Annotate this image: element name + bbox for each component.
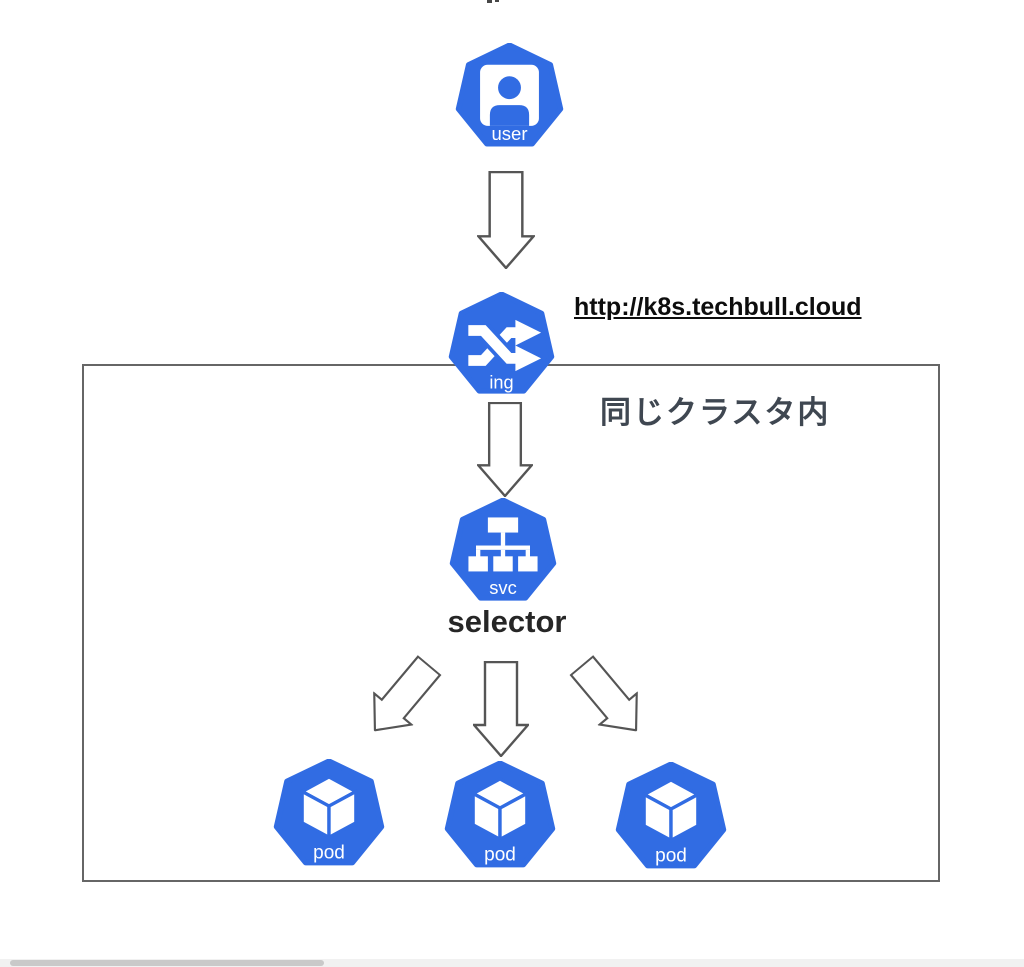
horizontal-scrollbar-thumb[interactable]	[10, 960, 324, 966]
flow-arrow-service-to-pod-3	[561, 648, 656, 747]
cube-right-face	[669, 792, 700, 843]
flow-arrow-service-to-pod-2	[473, 661, 529, 757]
tree-leaf-shape	[493, 556, 513, 572]
ingress-node-label: ing	[489, 372, 513, 392]
pod-icon: pod	[273, 759, 385, 866]
down-arrow-icon	[477, 402, 533, 497]
person-shoulders-shape	[489, 105, 530, 126]
user-node-label: user	[491, 123, 527, 144]
pod-node-label: pod	[655, 846, 687, 867]
flow-arrow-service-to-pod-1	[354, 648, 449, 747]
shuffle-down-arrow-shape	[468, 325, 519, 364]
shuffle-down-arrowhead	[515, 345, 542, 372]
ingress-node: ing	[448, 292, 555, 399]
service-icon: svc	[449, 498, 557, 601]
cube-right-face	[498, 791, 529, 842]
user-icon: user	[455, 43, 564, 147]
pod-icon: pod	[444, 761, 556, 868]
flow-arrow-ingress-to-service	[477, 402, 533, 497]
down-right-arrow-icon	[569, 655, 638, 732]
pod-node-1: pod	[273, 759, 385, 871]
tree-leaf-shape	[468, 556, 488, 572]
service-node: svc	[449, 498, 557, 606]
tree-stem-shape	[500, 549, 506, 558]
cropped-text-artifact	[495, 0, 499, 2]
selector-label: selector	[447, 604, 567, 639]
ingress-icon: ing	[448, 292, 555, 394]
pod-node-label: pod	[313, 843, 345, 864]
tree-stem-shape	[525, 549, 530, 558]
down-arrow-icon	[477, 171, 535, 269]
ingress-url-link[interactable]: http://k8s.techbull.cloud	[574, 293, 862, 321]
pod-node-label: pod	[484, 845, 516, 866]
tree-bar-shape	[476, 545, 530, 550]
service-node-label: svc	[489, 577, 517, 598]
pod-node-2: pod	[444, 761, 556, 873]
tree-root-shape	[487, 517, 519, 533]
down-arrow-icon	[473, 661, 529, 757]
cube-right-face	[327, 789, 358, 840]
tree-leaf-shape	[518, 556, 538, 572]
flow-arrow-user-to-ingress	[477, 171, 535, 269]
down-left-arrow-icon	[373, 655, 442, 732]
tree-stem-shape	[476, 549, 481, 558]
cropped-text-artifact	[487, 0, 492, 3]
user-node: user	[455, 43, 564, 152]
pod-icon: pod	[615, 762, 727, 869]
horizontal-scrollbar-track[interactable]	[0, 959, 1024, 967]
tree-stem-shape	[500, 532, 506, 546]
person-head-shape	[498, 76, 521, 100]
shuffle-up-arrowhead	[515, 319, 542, 346]
pod-node-3: pod	[615, 762, 727, 874]
cluster-label: 同じクラスタ内	[600, 395, 831, 430]
